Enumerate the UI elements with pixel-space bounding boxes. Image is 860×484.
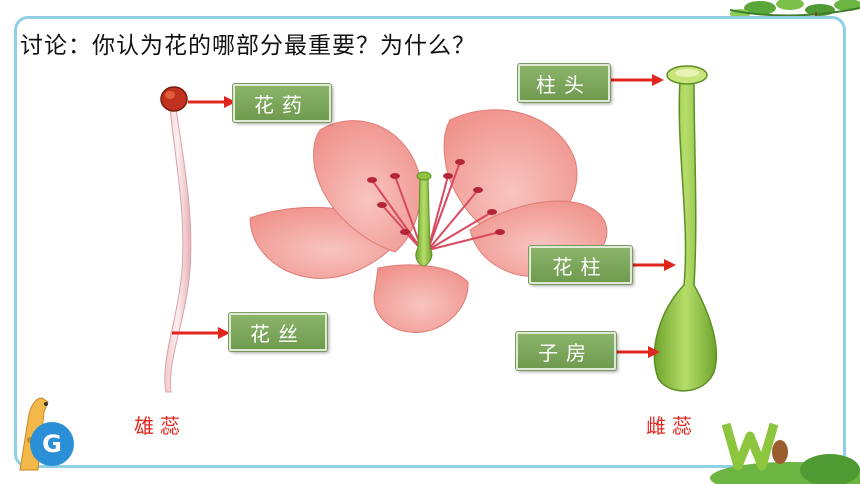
pistil-drawing (653, 65, 718, 392)
caption-pistil: 雌蕊 (646, 414, 698, 438)
leaf-vine-icon (729, 0, 860, 19)
flower-drawing (249, 109, 608, 333)
arrow-from-ovary-label (616, 346, 660, 358)
svg-text:G: G (42, 430, 62, 458)
label-ovary: 子房 (516, 332, 616, 370)
arrow-to-filament-label (172, 327, 230, 339)
label-style: 花柱 (529, 246, 632, 284)
globe-letter-g-icon: G (30, 422, 74, 466)
caption-stamen: 雄蕊 (134, 414, 186, 438)
arrow-to-anther-label (188, 96, 236, 108)
stamen-drawing (160, 86, 192, 393)
label-stigma: 柱头 (518, 64, 610, 102)
label-anther: 花药 (233, 84, 331, 122)
grass-letter-w-icon (710, 422, 860, 484)
arrow-from-stigma-label (608, 74, 664, 86)
label-filament: 花丝 (229, 313, 327, 351)
arrows (172, 74, 676, 358)
arrow-from-style-label (632, 259, 676, 271)
discussion-question: 讨论：你认为花的哪部分最重要？为什么？ (20, 33, 476, 59)
